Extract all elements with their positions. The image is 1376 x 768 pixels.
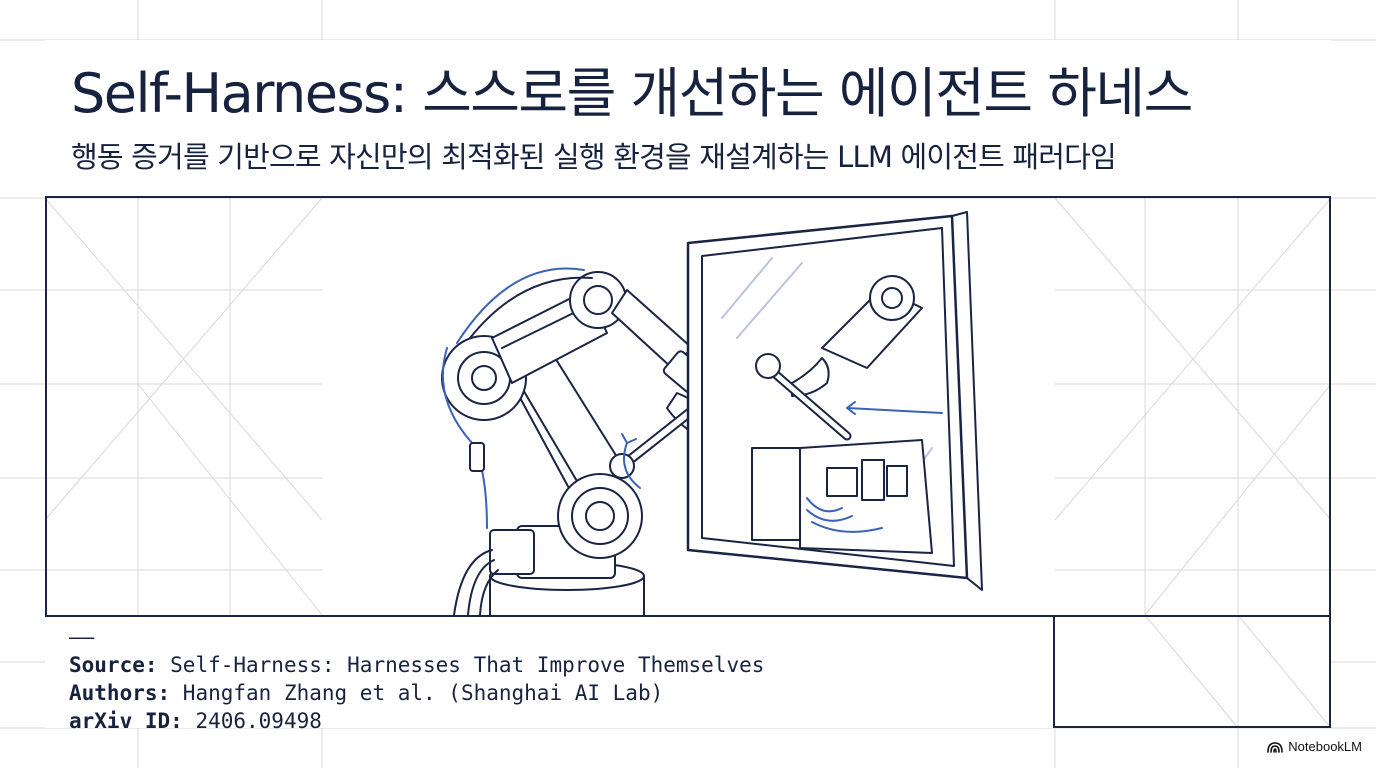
title-block: Self-Harness: 스스로를 개선하는 에이전트 하네스 행동 증거를 … <box>45 40 1331 198</box>
robot-arm-repairing-reflection-icon <box>441 211 983 615</box>
authors-value: Hangfan Zhang et al. (Shanghai AI Lab) <box>170 681 664 705</box>
source-label: Source: <box>69 653 158 677</box>
source-divider: —— <box>69 625 95 649</box>
source-value: Self-Harness: Harnesses That Improve The… <box>157 653 765 677</box>
brand-watermark: NotebookLM <box>1267 739 1362 754</box>
source-line: Source: Self-Harness: Harnesses That Imp… <box>69 651 764 679</box>
arxiv-label: arXiv ID: <box>69 709 183 733</box>
arxiv-value: 2406.09498 <box>182 709 322 733</box>
side-grid-panel <box>1055 615 1331 728</box>
authors-line: Authors: Hangfan Zhang et al. (Shanghai … <box>69 679 764 707</box>
notebooklm-logo-icon <box>1267 741 1284 753</box>
arxiv-line: arXiv ID: 2406.09498 <box>69 707 764 735</box>
authors-label: Authors: <box>69 681 171 705</box>
brand-name: NotebookLM <box>1288 739 1362 754</box>
page-subtitle: 행동 증거를 기반으로 자신만의 최적화된 실행 환경을 재설계하는 LLM 에… <box>71 140 1117 174</box>
page-title: Self-Harness: 스스로를 개선하는 에이전트 하네스 <box>71 62 1193 125</box>
source-block: —— Source: Self-Harness: Harnesses That … <box>45 615 1055 733</box>
